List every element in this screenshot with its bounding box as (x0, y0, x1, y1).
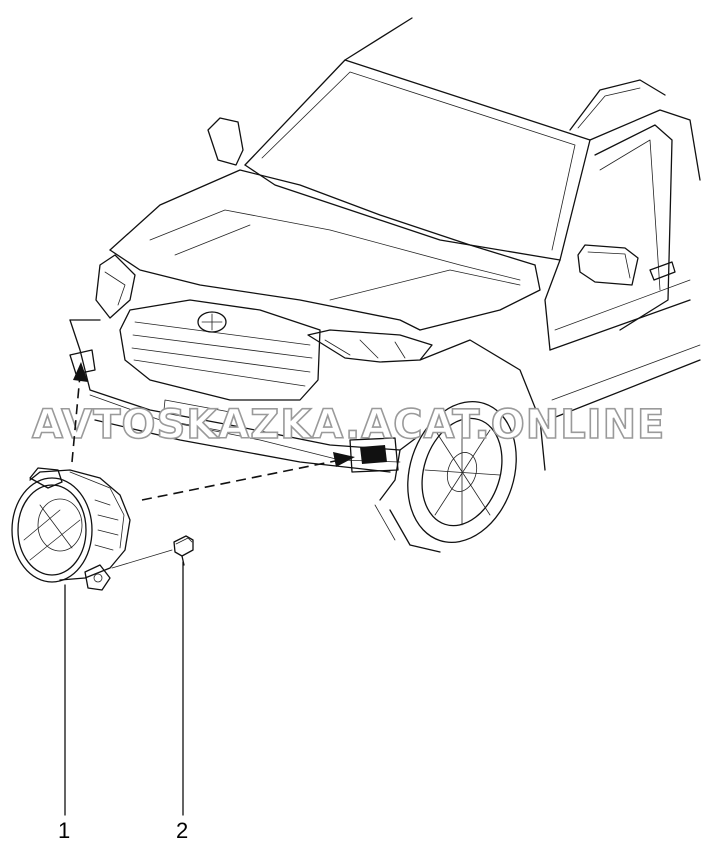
fog-lamp-part[interactable] (11, 467, 131, 591)
watermark-text: AVTOSKAZKA.ACAT.ONLINE (32, 402, 665, 448)
arrow-head-right (333, 452, 355, 467)
arrow-head-up (73, 362, 88, 382)
installation-arrows (71, 362, 355, 569)
callout-leaders (64, 561, 184, 816)
vehicle-drawing (69, 17, 701, 553)
screw-part[interactable] (173, 535, 194, 566)
callout-number-1: 1 (58, 818, 70, 843)
callout-number-2: 2 (176, 818, 188, 843)
